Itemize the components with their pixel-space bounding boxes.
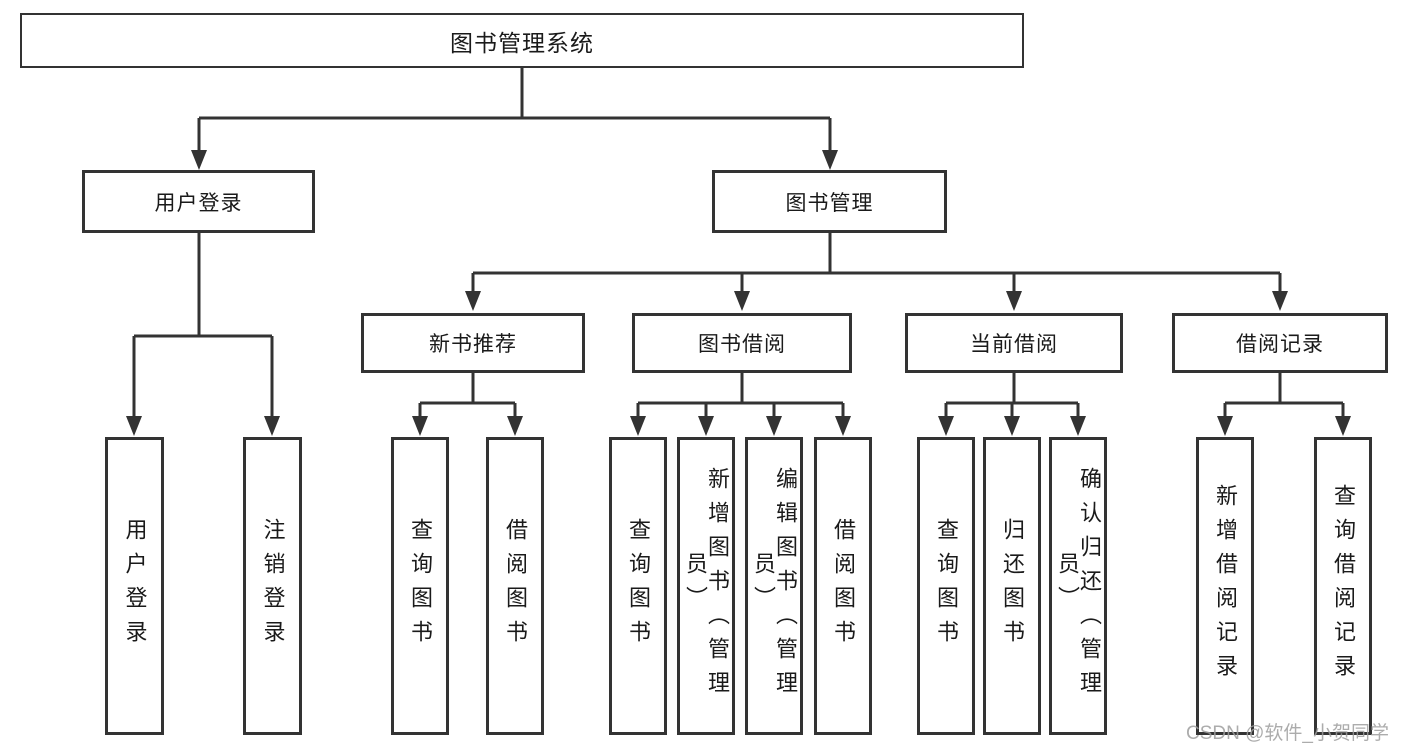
- leaf-confirm-return-admin: 确认归还（管理员）: [1049, 437, 1107, 735]
- node-user-login: 用户登录: [82, 170, 315, 233]
- node-root-system: 图书管理系统: [20, 13, 1024, 68]
- node-book-management: 图书管理: [712, 170, 947, 233]
- leaf-return-book: 归还图书: [983, 437, 1041, 735]
- leaf-query-books-recommend: 查询图书: [391, 437, 449, 735]
- leaf-add-book-admin: 新增图书（管理员）: [677, 437, 735, 735]
- leaf-query-borrow-record: 查询借阅记录: [1314, 437, 1372, 735]
- csdn-watermark: CSDN @软件_小贺同学: [1186, 723, 1389, 744]
- leaf-add-borrow-record: 新增借阅记录: [1196, 437, 1254, 735]
- node-new-book-recommendation: 新书推荐: [361, 313, 585, 373]
- node-book-borrowing: 图书借阅: [632, 313, 852, 373]
- leaf-borrow-books-recommend: 借阅图书: [486, 437, 544, 735]
- leaf-user-login: 用户登录: [105, 437, 164, 735]
- leaf-query-books-borrow: 查询图书: [609, 437, 667, 735]
- leaf-edit-book-admin: 编辑图书（管理员）: [745, 437, 803, 735]
- node-borrowing-records: 借阅记录: [1172, 313, 1388, 373]
- leaf-borrow-books-borrow: 借阅图书: [814, 437, 872, 735]
- node-current-borrowing: 当前借阅: [905, 313, 1123, 373]
- leaf-logout: 注销登录: [243, 437, 302, 735]
- leaf-query-books-current: 查询图书: [917, 437, 975, 735]
